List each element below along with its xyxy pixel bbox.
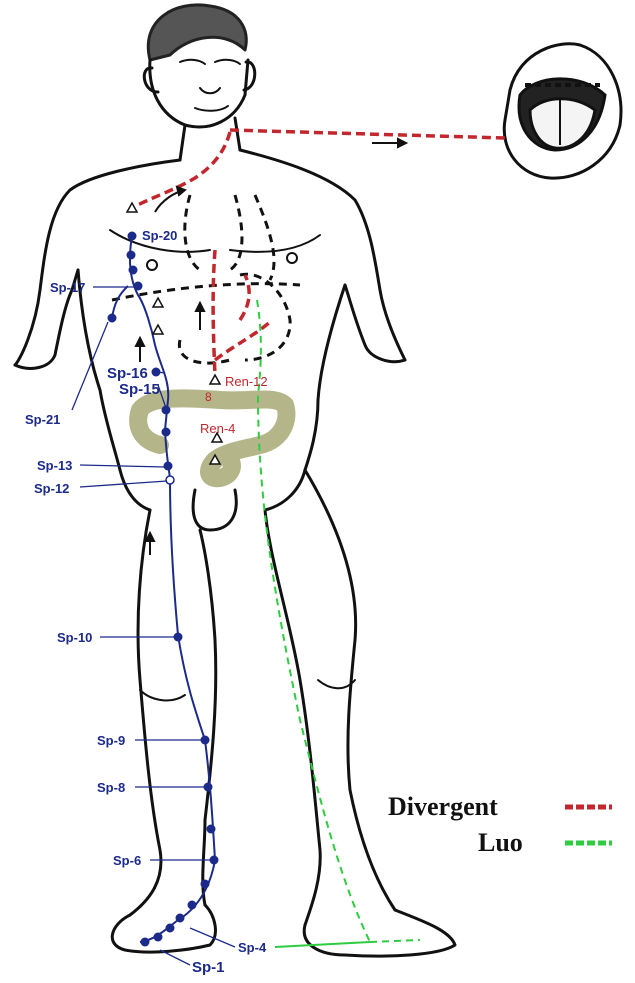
sp13-point <box>164 462 173 471</box>
label-sp17: Sp-17 <box>50 280 85 295</box>
sp-foot-point-b <box>176 914 185 923</box>
label-ren8: 8 <box>205 390 212 404</box>
legend: Divergent Luo <box>388 792 612 857</box>
spleen-points <box>108 232 219 947</box>
spleen-channel <box>112 236 215 942</box>
label-sp15: Sp-15 <box>119 381 160 398</box>
sp14-point <box>162 428 171 437</box>
legend-luo-label: Luo <box>478 828 523 857</box>
label-sp8: Sp-8 <box>97 780 125 795</box>
label-sp10: Sp-10 <box>57 630 92 645</box>
point-labels: Sp-20 Sp-17 Sp-21 Sp-16 Sp-15 Sp-13 Sp-1… <box>25 228 267 976</box>
sp3-point <box>166 924 175 933</box>
triangle-marker <box>127 203 137 212</box>
sp-foot-point-a <box>188 901 197 910</box>
sp9-point <box>201 736 210 745</box>
label-ren12: Ren-12 <box>225 374 268 389</box>
sp18-point <box>129 266 138 275</box>
label-sp1: Sp-1 <box>192 959 225 976</box>
label-sp16: Sp-16 <box>107 365 148 382</box>
sp2-point <box>154 933 163 942</box>
sp12-point <box>166 476 174 484</box>
sp6-point <box>210 856 219 865</box>
ren12-marker <box>210 375 220 384</box>
label-sp4: Sp-4 <box>238 940 267 955</box>
label-sp6: Sp-6 <box>113 853 141 868</box>
sp7-point <box>207 825 216 834</box>
sp17-point <box>134 282 143 291</box>
sp21-point <box>108 314 117 323</box>
mouth-tongue-illustration <box>504 44 621 178</box>
triangle-marker <box>153 325 163 334</box>
label-sp20: Sp-20 <box>142 228 177 243</box>
label-ren4: Ren-4 <box>200 421 235 436</box>
sp1-point <box>141 938 150 947</box>
label-sp9: Sp-9 <box>97 733 125 748</box>
triangle-marker <box>153 298 163 307</box>
sp19-point <box>127 251 136 260</box>
label-sp13: Sp-13 <box>37 458 72 473</box>
label-sp12: Sp-12 <box>34 481 69 496</box>
luo-sp4-connector <box>275 942 370 947</box>
legend-divergent-label: Divergent <box>388 792 498 821</box>
label-sp21: Sp-21 <box>25 412 60 427</box>
sp5-point <box>201 880 210 889</box>
sp8-point <box>204 783 213 792</box>
sp20-point <box>128 232 137 241</box>
